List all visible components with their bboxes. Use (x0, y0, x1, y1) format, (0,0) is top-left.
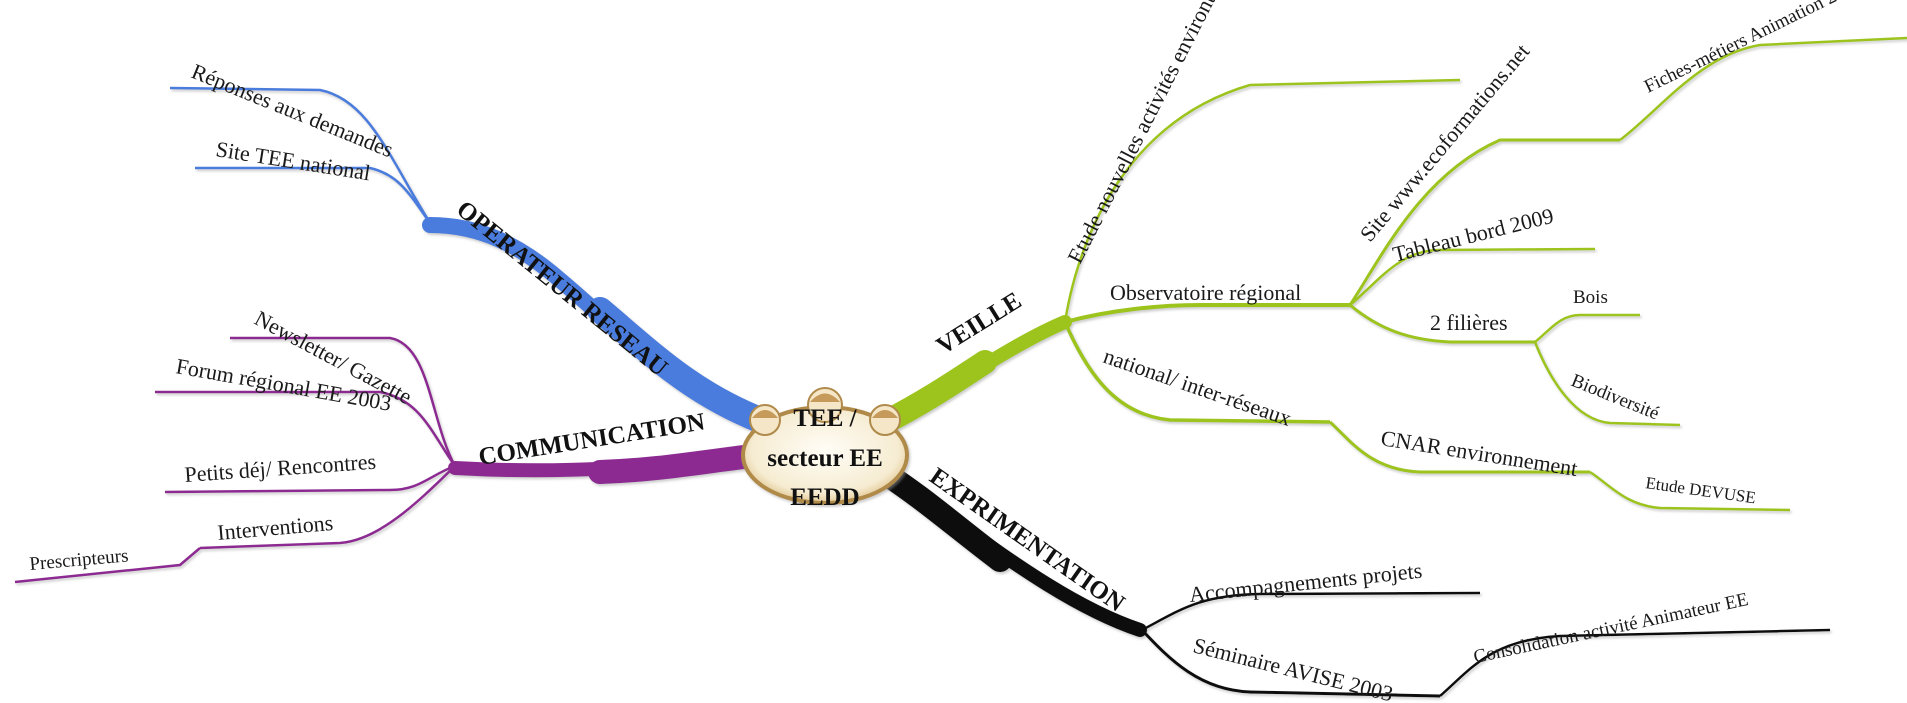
node-consolidation-activite[interactable]: Consolidation activité Animateur EE (1472, 589, 1750, 668)
branch-veille-line-cnar (1328, 420, 1590, 474)
branch-veille-line-national (1063, 321, 1331, 424)
branch-communication-line-newsletter (230, 336, 457, 467)
branch-communication-line-petits (164, 464, 456, 494)
branch-communication (14, 336, 772, 584)
branch-veille-line-site (1348, 138, 1620, 306)
branch-veille-line-biodiversite (1533, 341, 1681, 427)
branch-veille-line-bois (1534, 313, 1640, 343)
branch-veille (868, 36, 1907, 512)
node-bois[interactable]: Bois (1573, 287, 1608, 308)
branch-operateur-line-site (195, 166, 434, 227)
node-fiches-metiers[interactable]: Fiches-métiers Animation 2006 (1641, 0, 1866, 97)
node-petits-dej[interactable]: Petits déj/ Rencontres (184, 449, 377, 487)
branch-veille-line-observatoire (1064, 303, 1350, 324)
branch-operateur-reseau (169, 86, 773, 433)
node-accompagnements-projets[interactable]: Accompagnements projets (1188, 558, 1423, 607)
center-title-line3: EEDD (790, 484, 859, 511)
branch-veille-line-fiches (1619, 36, 1907, 141)
node-interventions[interactable]: Interventions (216, 510, 334, 545)
node-biodiversite[interactable]: Biodiversité (1568, 370, 1662, 424)
node-national-inter-reseaux[interactable]: national/ inter-réseaux (1100, 343, 1294, 431)
branch-exprimentation-line-seminaire (1140, 628, 1441, 698)
branch-label-operateur[interactable]: OPERATEUR RESEAU (451, 196, 672, 382)
branch-communication-line-interventions (199, 465, 456, 550)
node-etude-nouvelles-activites[interactable]: Etude nouvelles activités environt EJ 20… (1062, 0, 1255, 267)
branch-exprimentation-line-accomp (1141, 591, 1481, 632)
branch-communication-line-prescripteurs (14, 547, 201, 584)
center-title-line1: TEE / (793, 405, 857, 432)
branch-veille-line-tableau (1349, 247, 1596, 306)
node-observatoire-regional[interactable]: Observatoire régional (1110, 280, 1301, 305)
center-node[interactable]: TEE / secteur EE EEDD (741, 387, 909, 511)
node-tableau-bord[interactable]: Tableau bord 2009 (1390, 203, 1556, 267)
people-icon (749, 387, 901, 436)
branch-communication-line-forum (155, 390, 457, 467)
branch-veille-line-devuse (1589, 470, 1791, 512)
branch-veille-line-etude (1063, 78, 1461, 323)
branch-exprimentation-line-consolidation (1439, 628, 1831, 697)
node-etude-devuse[interactable]: Etude DEVUSE (1644, 473, 1757, 507)
node-2-filieres[interactable]: 2 filières (1430, 310, 1508, 335)
branch-operateur-line-reponses (169, 86, 434, 227)
branch-veille-line-filieres (1349, 303, 1535, 344)
center-title-line2: secteur EE (767, 445, 883, 472)
